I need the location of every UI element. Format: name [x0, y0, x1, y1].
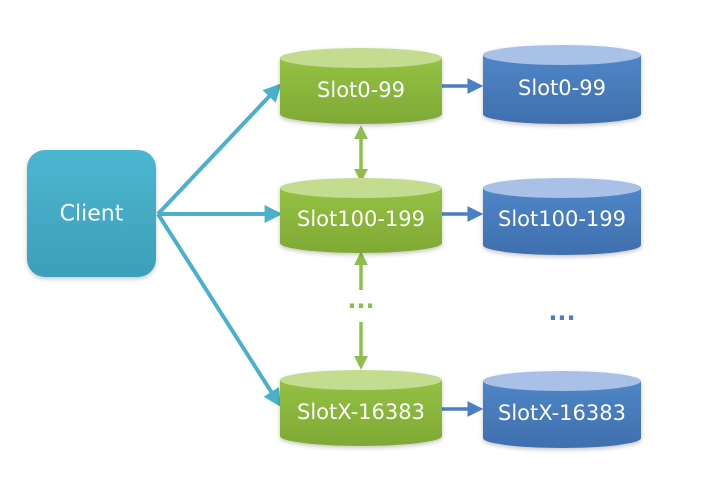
primary-2-top: [280, 178, 442, 198]
replica-1-label: Slot0-99: [518, 76, 606, 100]
replica-arrows: [442, 78, 484, 417]
primary-ellipsis: ···: [347, 292, 374, 320]
primary-2-body: [280, 188, 442, 253]
replica-node-1: Slot0-99: [483, 45, 641, 124]
replica-3-top: [483, 371, 641, 391]
client-arrows: [156, 83, 283, 408]
primary-3-label: SlotX-16383: [297, 400, 425, 424]
replica-1-top: [483, 45, 641, 65]
replica-ellipsis: ···: [548, 304, 575, 332]
client-box: [27, 150, 156, 277]
primary-1-body: [280, 58, 442, 124]
replica-3-body: [483, 381, 641, 448]
primary-1-top: [280, 48, 442, 68]
replica-1-body: [483, 55, 641, 124]
replica-2-label: Slot100-199: [498, 207, 626, 231]
replica-2-body: [483, 188, 641, 255]
client-to-primary-1-arrow: [156, 83, 282, 216]
primary-node-2: Slot100-199: [280, 178, 442, 253]
client-node: Client: [27, 150, 156, 277]
primary-2-label: Slot100-199: [297, 207, 425, 231]
client-to-primary-3-arrow: [156, 212, 281, 408]
primary-node-3: SlotX-16383: [280, 370, 442, 446]
primary-3-body: [280, 380, 442, 446]
primary-node-1: Slot0-99: [280, 48, 442, 124]
replica-node-3: SlotX-16383: [483, 371, 641, 448]
primary-1-label: Slot0-99: [317, 78, 405, 102]
primary-3-top: [280, 370, 442, 390]
replica-node-2: Slot100-199: [483, 178, 641, 255]
replica-3-label: SlotX-16383: [498, 401, 626, 425]
client-label: Client: [60, 202, 124, 227]
replica-2-top: [483, 178, 641, 198]
